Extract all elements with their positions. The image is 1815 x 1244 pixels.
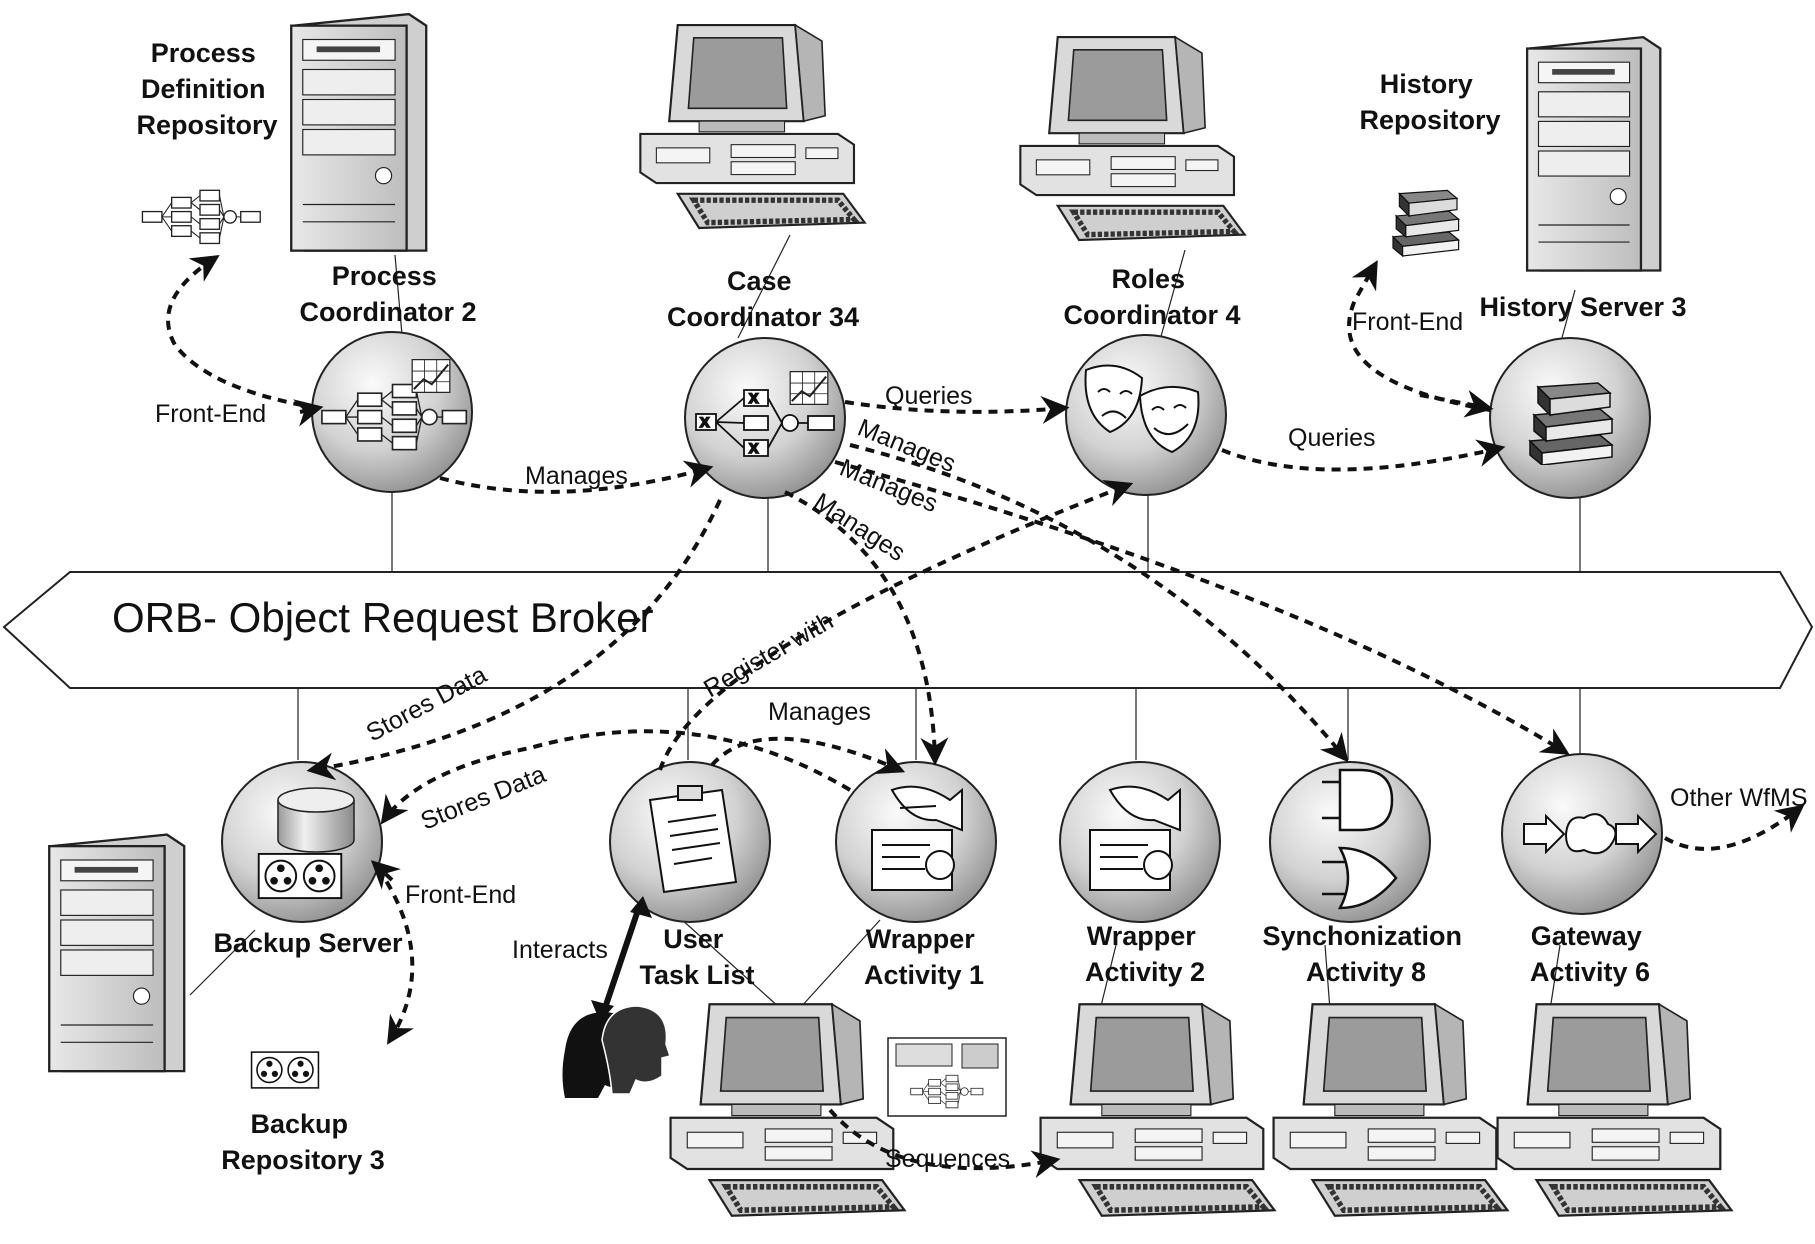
chart-icon <box>789 370 829 406</box>
backup-server-tower-icon <box>48 833 186 1073</box>
label-sequences: Sequences <box>885 1145 1010 1173</box>
gateway-computer-icon <box>1498 1004 1732 1216</box>
label-utl-manages: Manages <box>768 698 871 726</box>
tape-reels-icon <box>257 852 343 900</box>
signing-hand-icon <box>1089 785 1181 891</box>
arrow-pc-manages <box>439 460 714 494</box>
user-task-list-computer-icon <box>671 1004 905 1216</box>
arrow-utl-manages <box>710 736 906 775</box>
label-cc-queries: Queries <box>885 382 973 410</box>
chart-icon <box>411 358 451 394</box>
hs-title: History Server 3 <box>1479 292 1686 322</box>
label-rc-queries: Queries <box>1288 424 1376 452</box>
wa1-title: Wrapper Activity 1 <box>864 924 984 990</box>
svg-text:X: X <box>749 390 759 406</box>
clipboard-icon <box>648 785 738 894</box>
wrapper-activity-2-computer-icon <box>1041 1004 1275 1216</box>
rc-title: Roles Coordinator 4 <box>1063 264 1240 330</box>
cloud-gateway-icon <box>1523 813 1658 855</box>
arrow-rc-queries <box>1221 439 1506 472</box>
case-flow-icon: X X X <box>695 389 835 457</box>
roles-coordinator-computer-icon <box>1020 37 1244 240</box>
books-icon <box>1529 382 1613 465</box>
svg-text:X: X <box>700 414 710 430</box>
case-coordinator-computer-icon <box>640 25 864 228</box>
process-definition-repository-icon <box>141 189 261 245</box>
cylinder-icon <box>277 787 355 853</box>
theater-masks-icon <box>1084 364 1200 454</box>
orb-label: ORB- Object Request Broker <box>112 594 654 641</box>
arrow-other-wfms <box>1663 804 1805 851</box>
arrow-pc-frontend-start <box>293 399 324 427</box>
hr-title: History Repository <box>1359 69 1500 135</box>
label-wa1-stores: Stores Data <box>417 760 550 835</box>
wa2-title: Wrapper Activity 2 <box>1085 921 1205 987</box>
sa8-title: Synchonization Activity 8 <box>1262 921 1469 987</box>
ga6-title: Gateway Activity 6 <box>1530 921 1650 987</box>
roles-coordinator-sphere <box>1065 334 1227 496</box>
process-coordinator-server-icon <box>290 12 428 252</box>
arrow-cc-manages-gw <box>834 460 1570 755</box>
label-other-wfms: Other WfMS <box>1670 784 1808 812</box>
label-bs-frontend: Front-End <box>405 881 516 909</box>
arrow-bs-frontend <box>376 866 415 1045</box>
arrow-cc-manages-wa1 <box>784 490 949 766</box>
bs-title: Backup Server <box>213 928 403 958</box>
synchronization-activity-sphere <box>1269 761 1431 923</box>
synchronization-computer-icon <box>1274 1004 1508 1216</box>
signing-hand-icon <box>871 785 963 891</box>
process-coordinator-sphere <box>311 331 473 493</box>
sequence-screenshot-icon <box>887 1037 1007 1117</box>
people-heads-icon <box>562 1005 671 1098</box>
arrow-hs-frontend <box>1347 260 1491 412</box>
label-pc-frontend: Front-End <box>155 400 266 428</box>
logic-gates-icon <box>1322 768 1398 910</box>
arrow-pc-frontend <box>166 254 319 410</box>
history-server-sphere <box>1489 337 1651 499</box>
br-title: Backup Repository 3 <box>221 1109 385 1175</box>
flow-arrows <box>166 254 1805 1178</box>
history-server-icon <box>1525 35 1662 272</box>
case-coordinator-sphere: X X X <box>684 337 846 499</box>
gateway-activity-sphere <box>1501 753 1663 915</box>
history-repository-icon <box>1392 189 1460 257</box>
bus-connectors <box>189 234 1581 1011</box>
arrow-cc-manages-sync <box>849 443 1349 763</box>
svg-text:X: X <box>749 440 759 456</box>
arrow-bs-frontend-start <box>370 860 401 890</box>
orb-bus: ORB- Object Request Broker <box>2 571 1814 689</box>
backup-repository-icon <box>250 1051 320 1089</box>
arrow-interacts <box>591 896 652 1022</box>
wrapper-activity-2-sphere <box>1059 761 1221 923</box>
arrow-hs-frontend-end <box>1419 390 1494 418</box>
backup-server-sphere <box>221 761 383 923</box>
arrow-utl-register <box>658 479 1134 771</box>
wrapper-activity-1-sphere <box>835 761 997 923</box>
pc-title: Process Coordinator 2 <box>299 261 476 327</box>
arrow-wa1-stores <box>380 729 852 825</box>
arrow-cc-stores <box>306 499 722 781</box>
label-interacts: Interacts <box>512 936 608 964</box>
label-pc-manages: Manages <box>525 462 628 490</box>
utl-title: User Task List <box>639 924 754 990</box>
label-hs-frontend: Front-End <box>1352 308 1463 336</box>
user-task-list-sphere <box>609 761 771 923</box>
cc-title: Case Coordinator 34 <box>667 266 859 332</box>
pdr-title: Process Definition Repository <box>136 38 277 140</box>
